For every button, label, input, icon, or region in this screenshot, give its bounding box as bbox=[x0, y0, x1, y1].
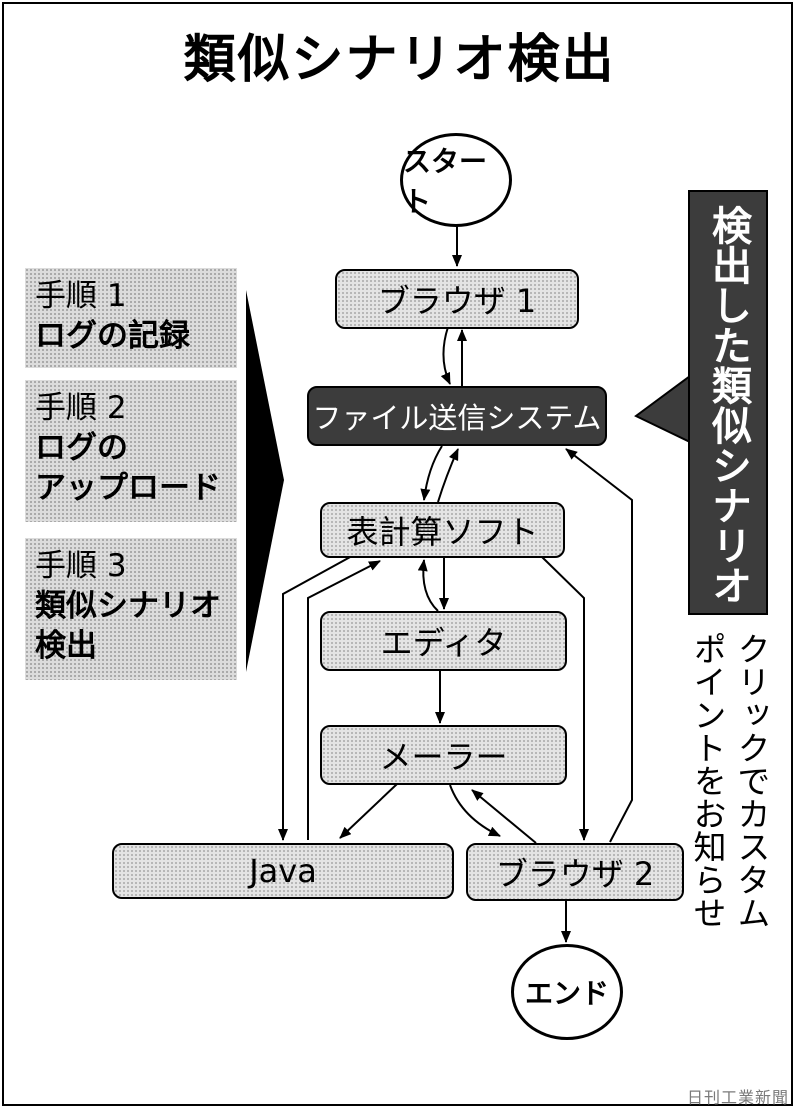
step-3: 手順 3 類似シナリオ 検出 bbox=[25, 538, 237, 680]
publisher-credit: 日刊工業新聞 bbox=[686, 1088, 789, 1107]
arrow-editor-to-spreadsheet bbox=[417, 559, 439, 612]
detected-scenario-callout: 検出した類似シナリオ bbox=[688, 190, 768, 615]
step-2-description: ログの アップロード bbox=[35, 430, 221, 506]
page-title: 類似シナリオ検出 bbox=[183, 30, 616, 90]
node-editor: エディタ bbox=[320, 611, 567, 671]
arrow-filesystem-to-spreadsheet bbox=[420, 445, 443, 501]
arrow-browser1-to-filesystem bbox=[440, 326, 451, 385]
step-1-number: 手順 1 bbox=[35, 278, 127, 314]
step-2: 手順 2 ログの アップロード bbox=[25, 380, 237, 522]
arrow-java-to-spreadsheet bbox=[307, 560, 381, 840]
node-end: エンド bbox=[511, 944, 623, 1040]
step-1: 手順 1 ログの記録 bbox=[25, 268, 237, 368]
node-browser-1: ブラウザ 1 bbox=[335, 269, 579, 329]
node-start: スタート bbox=[400, 133, 512, 227]
arrow-mailer-to-browser2 bbox=[449, 784, 501, 837]
node-java: Java bbox=[112, 843, 454, 899]
arrow-spreadsheet-to-filesystem bbox=[437, 448, 459, 503]
step-1-description: ログの記録 bbox=[35, 318, 190, 354]
node-browser-2: ブラウザ 2 bbox=[466, 843, 684, 901]
node-spreadsheet: 表計算ソフト bbox=[320, 502, 565, 558]
arrow-spreadsheet-to-java bbox=[278, 555, 353, 841]
node-file-send-system: ファイル送信システム bbox=[307, 386, 607, 446]
callout-text: 検出した類似シナリオ bbox=[705, 205, 751, 605]
step-2-number: 手順 2 bbox=[35, 390, 127, 426]
node-mailer: メーラー bbox=[320, 725, 567, 785]
callout-pointer bbox=[634, 374, 691, 444]
arrow-browser2-to-mailer bbox=[471, 789, 537, 844]
step-3-description: 類似シナリオ 検出 bbox=[35, 588, 221, 664]
arrow-browser2-to-filesystem bbox=[565, 448, 633, 843]
step-3-number: 手順 3 bbox=[35, 548, 127, 584]
step-pointer-triangle bbox=[246, 290, 284, 672]
arrow-spreadsheet-to-browser2 bbox=[541, 556, 589, 841]
custom-point-note: クリックでカスタム ポイントをお知らせ bbox=[688, 632, 771, 929]
arrow-mailer-to-java bbox=[339, 783, 398, 839]
